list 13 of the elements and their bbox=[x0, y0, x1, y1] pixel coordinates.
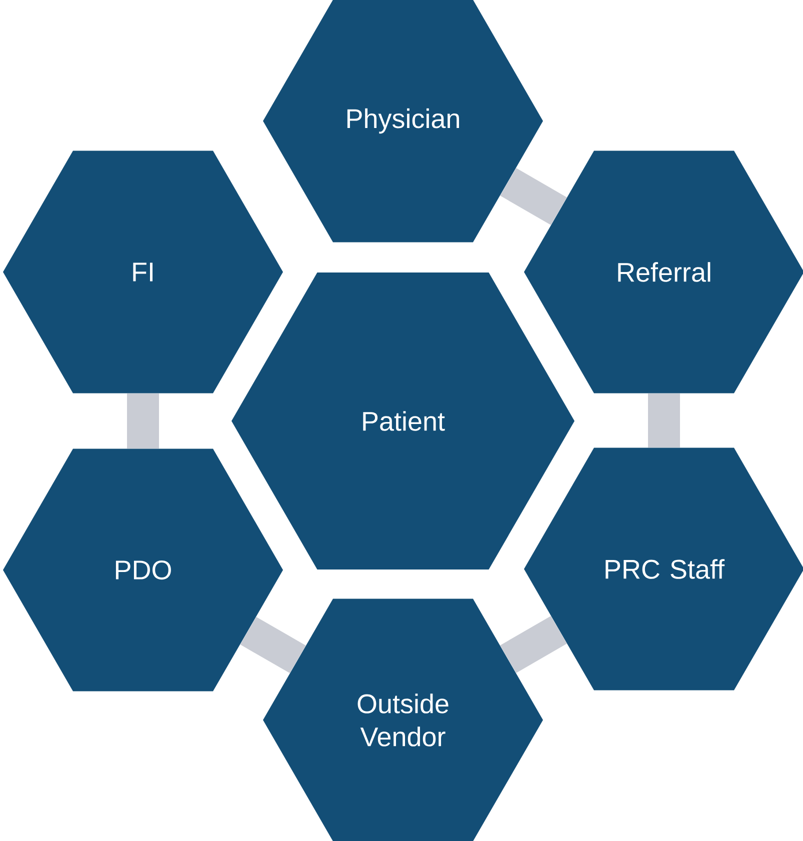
connector bbox=[648, 393, 680, 448]
hexagon: Outside Vendor bbox=[263, 598, 543, 841]
hexagon: PRC Staff bbox=[524, 448, 803, 690]
node-label: Patient bbox=[363, 411, 445, 431]
connector bbox=[500, 616, 567, 674]
hexagon: Patient bbox=[232, 272, 574, 570]
hexagon: FI bbox=[3, 150, 283, 394]
connector bbox=[500, 168, 567, 226]
connector bbox=[127, 393, 159, 449]
hexagon: Physician bbox=[263, 0, 543, 242]
hexagon: PDO bbox=[3, 448, 283, 692]
hexagon: Referral bbox=[524, 150, 803, 394]
connector bbox=[240, 616, 306, 674]
